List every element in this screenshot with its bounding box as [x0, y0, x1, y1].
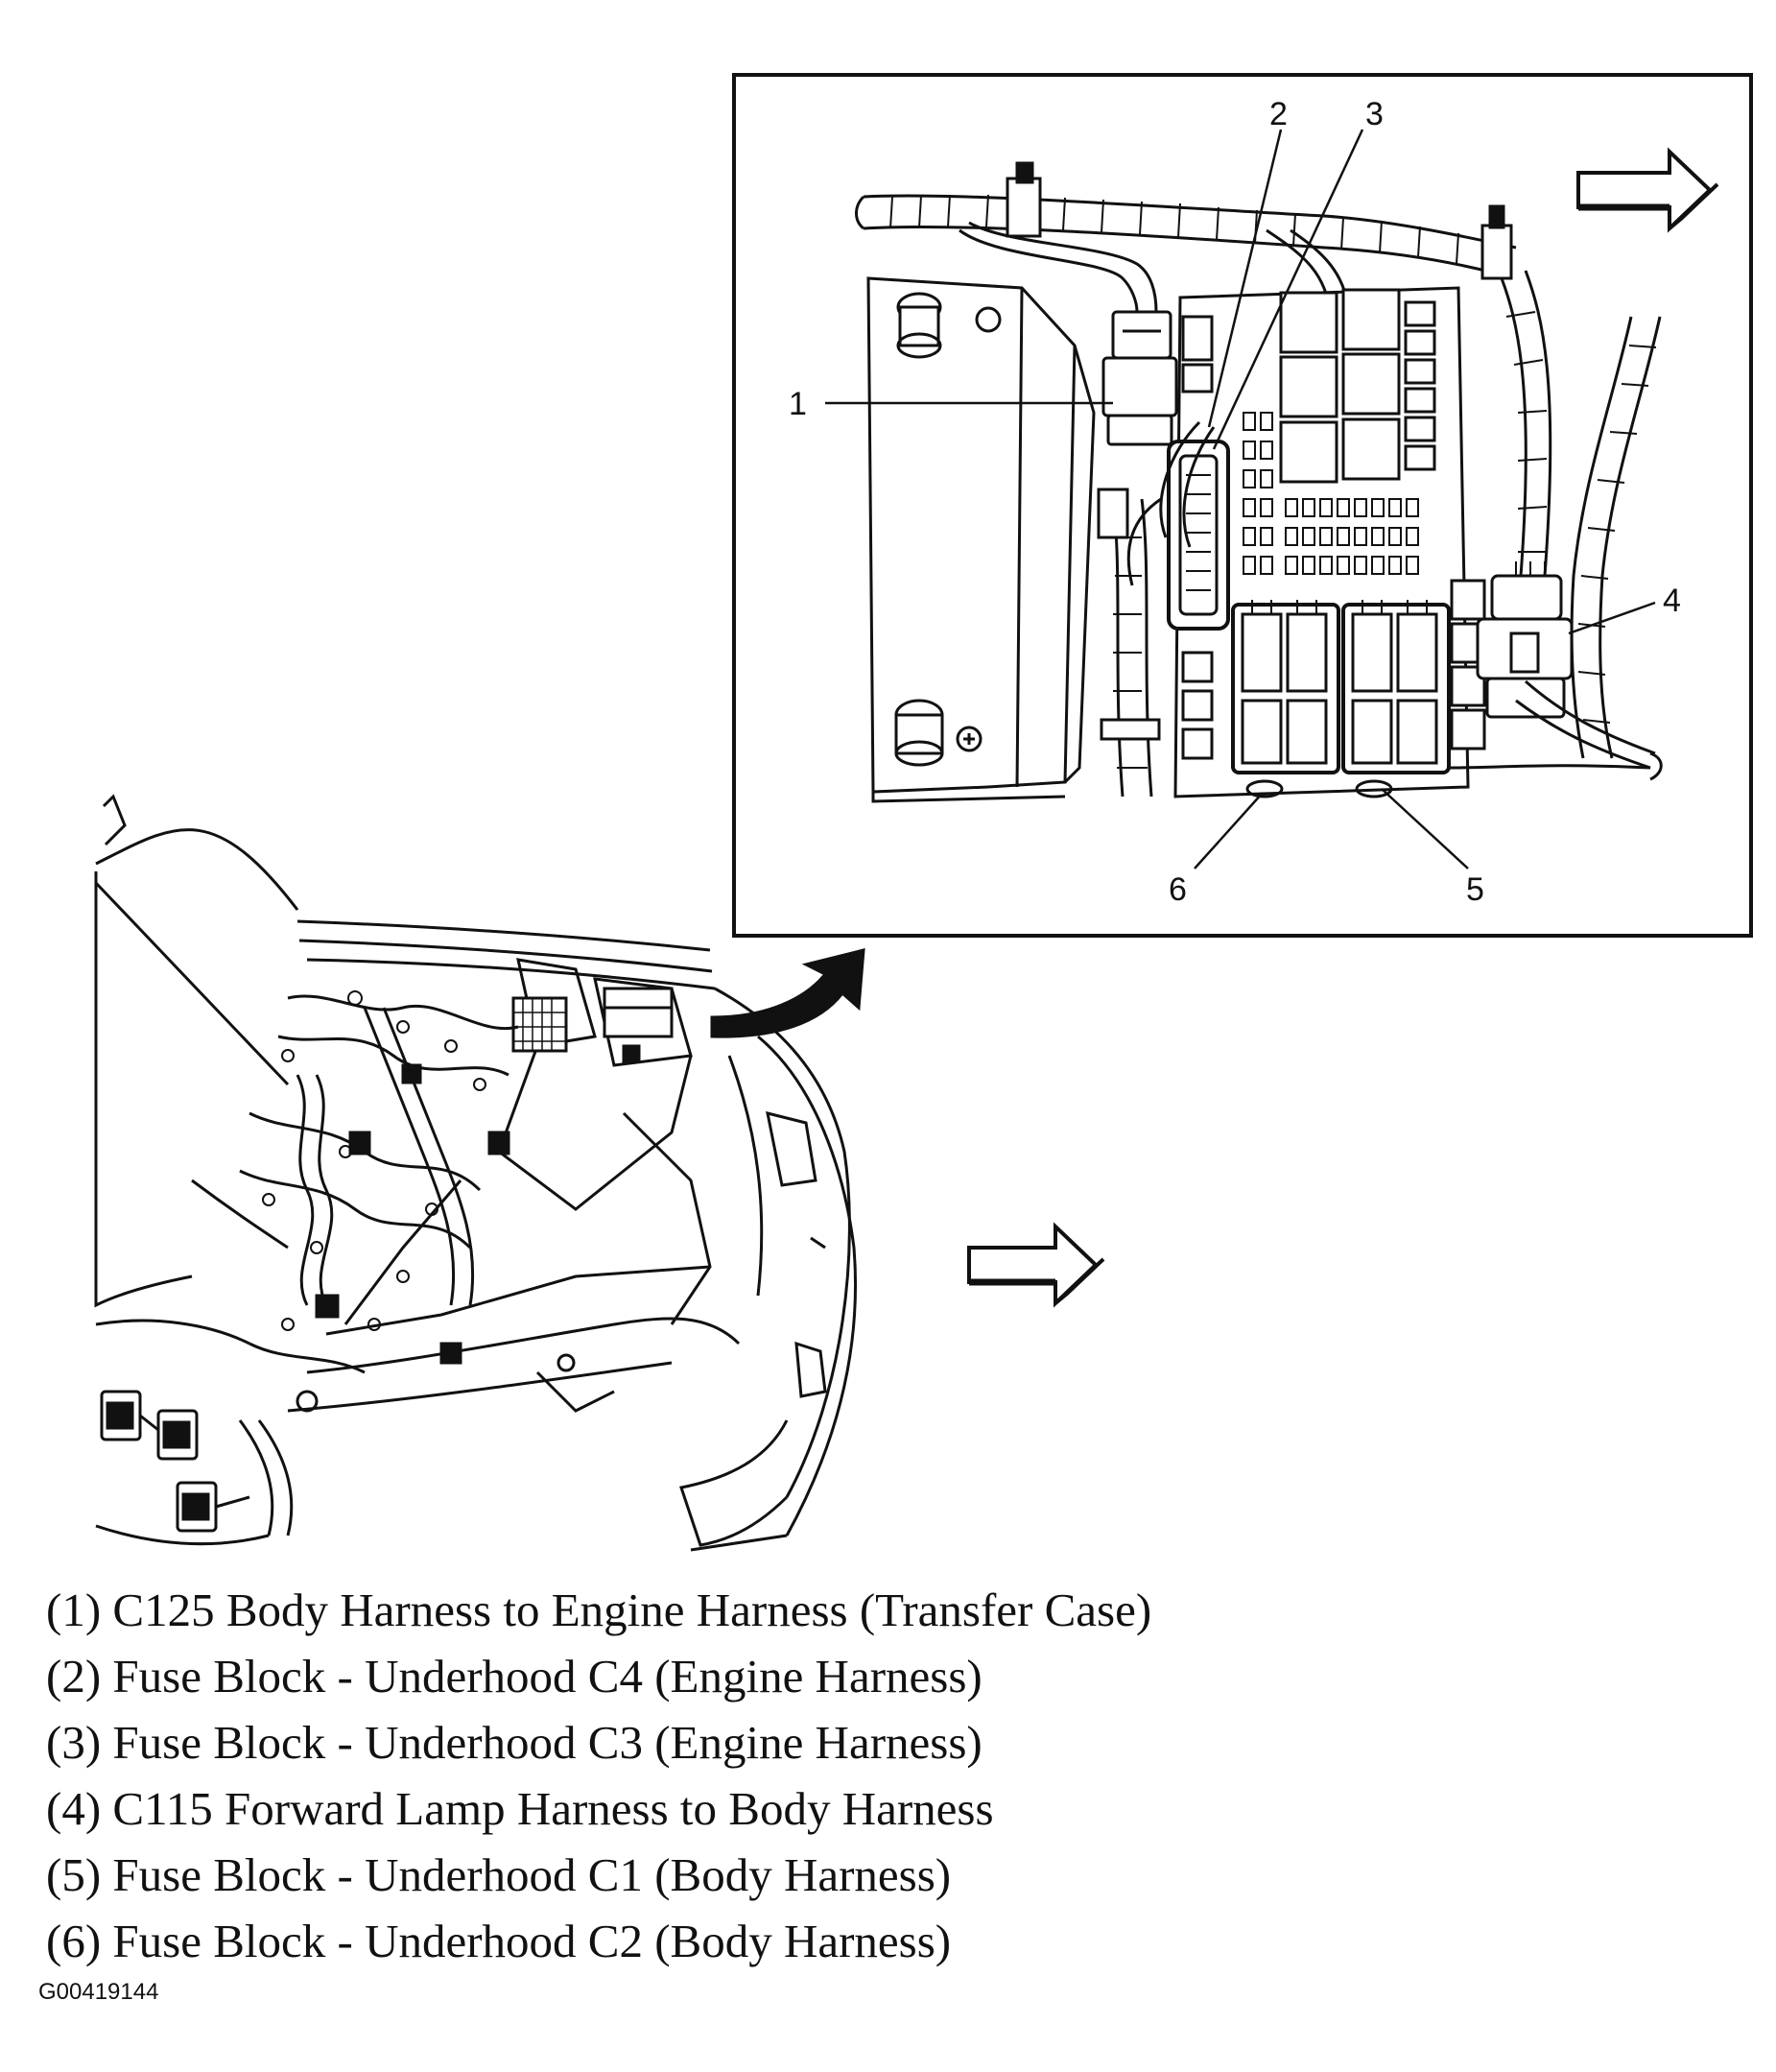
- underhood-fuse-block: [1126, 286, 1486, 798]
- battery: [866, 276, 1096, 803]
- legend-item-3: (3) Fuse Block - Underhood C3 (Engine Ha…: [46, 1716, 983, 1769]
- forward-arrow-icon: [1576, 147, 1719, 233]
- right-harness: [1448, 316, 1663, 781]
- legend-item-4: (4) C115 Forward Lamp Harness to Body Ha…: [46, 1782, 994, 1835]
- connector-c115: [1476, 561, 1574, 719]
- connector-c125: [1101, 310, 1178, 446]
- callout-2: 2: [1269, 96, 1288, 132]
- callout-6: 6: [1169, 871, 1187, 908]
- left-harness: [1097, 488, 1161, 798]
- callout-4: 4: [1663, 583, 1681, 619]
- curved-arrow-icon: [710, 948, 865, 1038]
- forward-arrow-icon: [967, 1222, 1105, 1308]
- leader-lines: [825, 129, 1656, 869]
- callout-1: 1: [789, 386, 807, 422]
- callout-3: 3: [1365, 96, 1384, 132]
- detail-inset: 1 2 3 4 5 6: [732, 73, 1753, 938]
- legend-item-5: (5) Fuse Block - Underhood C1 (Body Harn…: [46, 1848, 952, 1901]
- vehicle-engine-bay: [94, 794, 858, 1552]
- legend-item-1: (1) C125 Body Harness to Engine Harness …: [46, 1584, 1152, 1636]
- upper-harness: [855, 161, 1552, 577]
- legend-item-2: (2) Fuse Block - Underhood C4 (Engine Ha…: [46, 1650, 983, 1703]
- callout-5: 5: [1466, 871, 1484, 908]
- legend-item-6: (6) Fuse Block - Underhood C2 (Body Harn…: [46, 1915, 952, 1967]
- figure-id: G00419144: [38, 1979, 159, 2005]
- legend: (1) C125 Body Harness to Engine Harness …: [46, 1577, 1485, 1974]
